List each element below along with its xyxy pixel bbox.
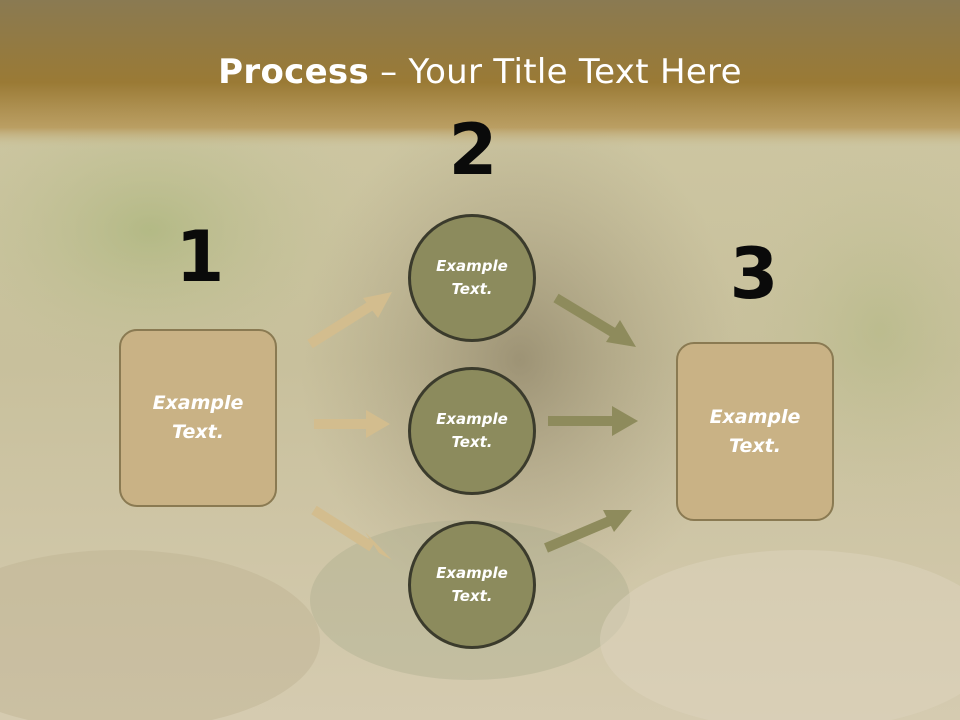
step-3-box: Example Text. xyxy=(676,342,834,521)
circle-middle-text-line1: Example xyxy=(436,410,508,428)
step-number-1: 1 xyxy=(175,216,225,298)
step-2-circle-bottom: Example Text. xyxy=(408,521,536,649)
title-bold-part: Process xyxy=(218,52,370,92)
step-2-circle-top: Example Text. xyxy=(408,214,536,342)
step-1-text-line2: Text. xyxy=(172,421,224,443)
circle-top-text-line2: Text. xyxy=(451,280,493,298)
slide-title: Process – Your Title Text Here xyxy=(0,52,960,92)
circle-top-text-line1: Example xyxy=(436,257,508,275)
step-3-text-line1: Example xyxy=(709,405,801,428)
step-number-2: 2 xyxy=(448,109,498,191)
arrow-1-to-top xyxy=(307,292,392,349)
arrow-top-to-3 xyxy=(553,293,636,347)
circle-bottom-text-line1: Example xyxy=(436,564,508,582)
circle-middle-text-line2: Text. xyxy=(451,433,493,451)
arrow-1-to-bottom xyxy=(311,505,392,560)
step-1-box: Example Text. xyxy=(119,329,277,507)
step-number-3: 3 xyxy=(729,233,779,315)
step-3-text-line2: Text. xyxy=(729,434,781,457)
step-1-text-line1: Example xyxy=(152,392,244,414)
circle-bottom-text-line2: Text. xyxy=(451,587,493,605)
arrow-middle-to-3 xyxy=(548,406,638,436)
step-2-circle-middle: Example Text. xyxy=(408,367,536,495)
arrow-bottom-to-3 xyxy=(544,510,632,553)
arrow-1-to-middle xyxy=(314,410,390,438)
title-rest-part: – Your Title Text Here xyxy=(369,52,742,92)
